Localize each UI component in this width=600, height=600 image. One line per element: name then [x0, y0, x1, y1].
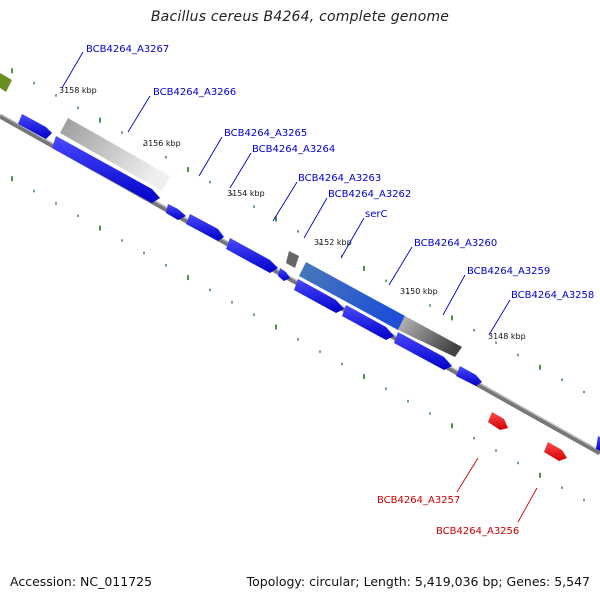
- gene-label-BCB4264_A3263[interactable]: BCB4264_A3263: [298, 173, 381, 184]
- gene-arrow-BCB4264_A3260b[interactable]: [342, 305, 394, 340]
- gene-label-BCB4264_A3256[interactable]: BCB4264_A3256: [436, 526, 519, 537]
- gene-arrow-BCB4264_A3267[interactable]: [18, 114, 52, 139]
- position-label-3150: 3150 kbp: [400, 287, 438, 296]
- gene-label-BCB4264_A3267[interactable]: BCB4264_A3267: [86, 44, 169, 55]
- gene-arrow-BCB4264_A3258[interactable]: [456, 366, 482, 386]
- forward-leader-lines: [61, 51, 511, 336]
- gene-bar-serC[interactable]: [286, 251, 299, 268]
- gene-arrow-BCB4264_A3256[interactable]: [544, 442, 567, 461]
- gene-arrow-serC-small[interactable]: [278, 268, 290, 281]
- accession-text: Accession: NC_011725: [10, 574, 153, 589]
- gene-label-serC[interactable]: serC: [365, 209, 387, 220]
- gene-arrow-BCB4264_A3259b[interactable]: [394, 332, 452, 370]
- position-label-3156: 3156 kbp: [143, 139, 181, 148]
- position-label-3154: 3154 kbp: [227, 189, 265, 198]
- genome-summary-text: Topology: circular; Length: 5,419,036 bp…: [246, 574, 590, 589]
- gene-label-BCB4264_A3257[interactable]: BCB4264_A3257: [377, 495, 460, 506]
- position-label-3158: 3158 kbp: [59, 86, 97, 95]
- gene-arrow-BCB4264_A3265[interactable]: [52, 136, 160, 203]
- gene-arrow-BCB4264_A3264[interactable]: [166, 204, 186, 220]
- gene-arrow-BCB4264_A3263[interactable]: [186, 214, 224, 241]
- position-label-3152: 3152 kbp: [314, 238, 352, 247]
- gene-label-BCB4264_A3266[interactable]: BCB4264_A3266: [153, 87, 236, 98]
- gene-arrow-BCB4264_A3261[interactable]: [294, 279, 344, 313]
- gene-arrow-edge-right[interactable]: [596, 436, 600, 451]
- gene-label-BCB4264_A3264[interactable]: BCB4264_A3264: [252, 144, 335, 155]
- tick-marks: [11, 68, 585, 502]
- gene-arrow-BCB4264_A3257[interactable]: [488, 412, 508, 430]
- gene-bar-BCB4264_A3259[interactable]: [398, 316, 462, 357]
- gene-arrow-BCB4264_A3262[interactable]: [226, 238, 278, 273]
- gene-label-BCB4264_A3262[interactable]: BCB4264_A3262: [328, 189, 411, 200]
- partial-feature-olive[interactable]: [0, 73, 12, 92]
- gene-bar-BCB4264_A3260[interactable]: [299, 262, 405, 330]
- reverse-leader-lines: [456, 457, 538, 523]
- gene-bar-BCB4264_A3266[interactable]: [60, 118, 170, 191]
- map-title: Bacillus cereus B4264, complete genome: [150, 9, 450, 25]
- gene-label-BCB4264_A3260[interactable]: BCB4264_A3260: [414, 238, 497, 249]
- gene-label-BCB4264_A3265[interactable]: BCB4264_A3265: [224, 128, 307, 139]
- gene-label-BCB4264_A3258[interactable]: BCB4264_A3258: [511, 290, 594, 301]
- gene-label-BCB4264_A3259[interactable]: BCB4264_A3259: [467, 266, 550, 277]
- position-label-3148: 3148 kbp: [488, 332, 526, 341]
